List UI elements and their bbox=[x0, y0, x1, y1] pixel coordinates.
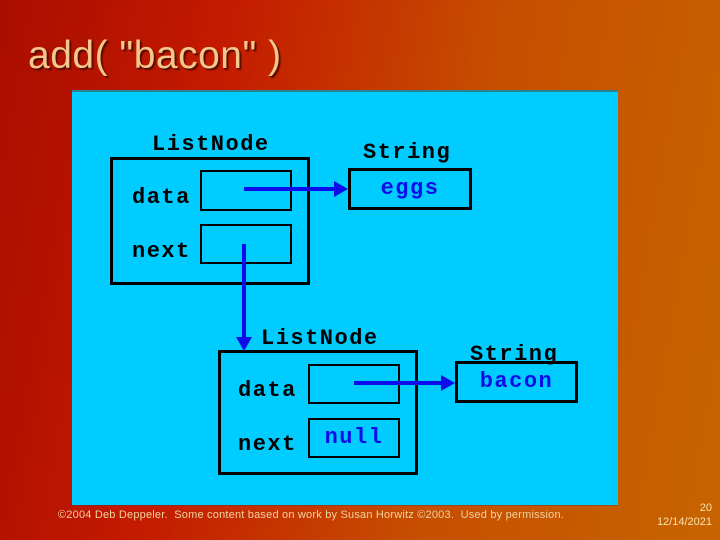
string1-class-label: String bbox=[363, 140, 452, 165]
string2-box: bacon bbox=[455, 361, 578, 403]
page-info: 20 12/14/2021 bbox=[622, 501, 712, 529]
slide-title: add( "bacon" ) bbox=[28, 34, 282, 77]
string2-value: bacon bbox=[479, 369, 554, 394]
listnode2-next-value: null bbox=[324, 425, 384, 450]
listnode2-data-slot bbox=[308, 364, 400, 404]
listnode1-data-slot bbox=[200, 170, 292, 211]
listnode2-box bbox=[218, 350, 418, 475]
diagram-panel: ListNode data next String eggs ListNode … bbox=[72, 90, 618, 505]
listnode1-next-field-label: next bbox=[132, 239, 191, 264]
listnode2-next-slot: null bbox=[308, 418, 400, 458]
listnode1-box bbox=[110, 157, 310, 285]
slide-number: 20 bbox=[699, 502, 712, 514]
string1-value: eggs bbox=[380, 176, 440, 201]
listnode1-data-field-label: data bbox=[132, 185, 191, 210]
listnode2-data-field-label: data bbox=[238, 378, 297, 403]
slide-date: 12/14/2021 bbox=[656, 516, 712, 528]
copyright-text: ©2004 Deb Deppeler. Some content based o… bbox=[58, 509, 565, 521]
listnode1-next-slot bbox=[200, 224, 292, 264]
string2-class-label: String bbox=[470, 342, 559, 367]
listnode2-next-field-label: next bbox=[238, 432, 297, 457]
listnode2-class-label: ListNode bbox=[261, 326, 379, 351]
string1-box: eggs bbox=[348, 168, 472, 210]
listnode1-class-label: ListNode bbox=[152, 132, 270, 157]
